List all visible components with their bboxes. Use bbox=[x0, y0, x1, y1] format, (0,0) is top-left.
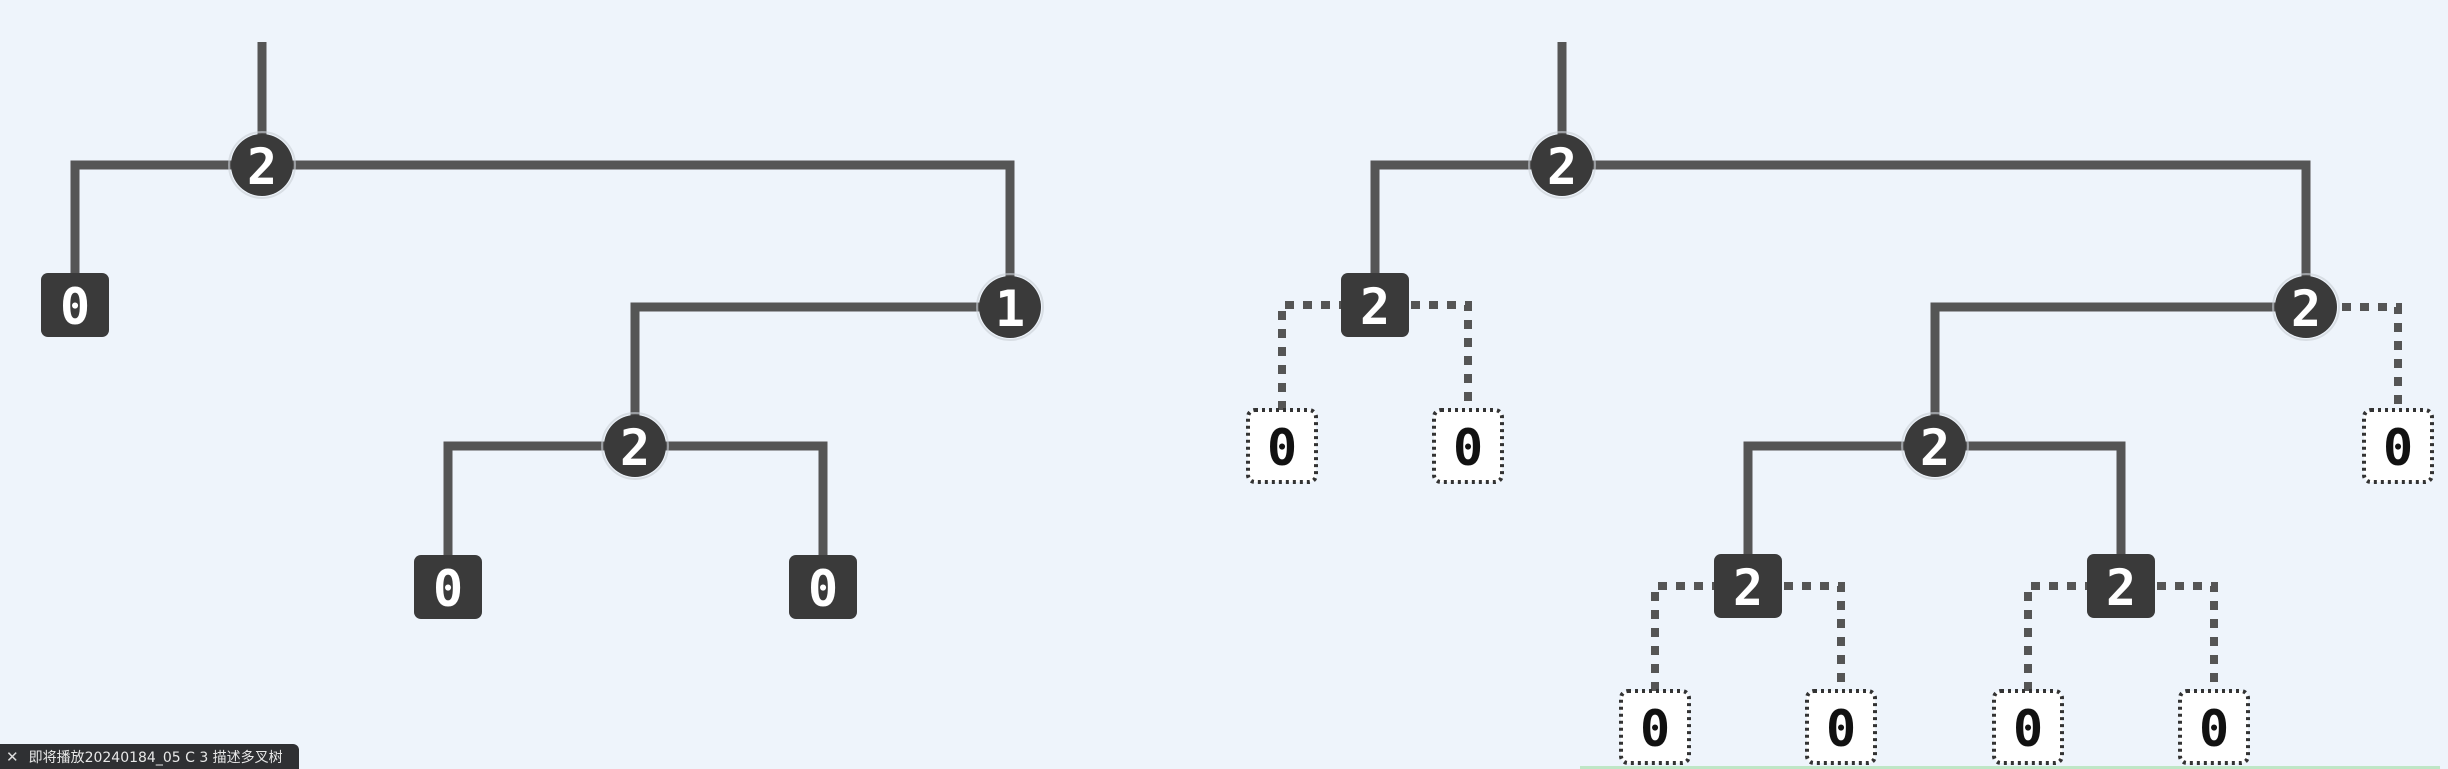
playback-toast: ✕ 即将播放20240184_05 C 3 描述多叉树 bbox=[0, 744, 299, 769]
solid-edges bbox=[70, 42, 2311, 587]
tree-edge bbox=[70, 160, 1015, 307]
tree-node-circle: 2 bbox=[228, 131, 296, 199]
node-label: 2 bbox=[1733, 559, 1763, 617]
node-label: 2 bbox=[2106, 559, 2136, 617]
tree-leaf-dotted: 0 bbox=[1992, 689, 2064, 765]
tree-node-circle: 2 bbox=[2272, 273, 2340, 341]
tree-nodes: 2 0 1 2 0 0 2 2 2 0 0 2 0 2 2 0 0 0 0 bbox=[41, 131, 2434, 765]
node-label: 2 bbox=[620, 419, 650, 477]
tree-node-square: 0 bbox=[41, 273, 109, 337]
node-label: 0 bbox=[1640, 700, 1670, 758]
node-label: 0 bbox=[1267, 419, 1297, 477]
node-label: 0 bbox=[2383, 419, 2413, 477]
node-label: 2 bbox=[2291, 280, 2321, 338]
node-label: 1 bbox=[995, 280, 1025, 338]
node-label: 2 bbox=[247, 138, 277, 196]
tree-node-square: 0 bbox=[414, 555, 482, 619]
tree-leaf-dotted: 0 bbox=[1432, 408, 1504, 484]
tree-node-circle: 1 bbox=[976, 273, 1044, 341]
tree-node-square: 0 bbox=[789, 555, 857, 619]
node-label: 0 bbox=[808, 560, 838, 618]
node-label: 0 bbox=[1453, 419, 1483, 477]
tree-node-square: 2 bbox=[2087, 554, 2155, 618]
green-progress-line bbox=[1580, 766, 2440, 769]
node-label: 0 bbox=[2199, 700, 2229, 758]
tree-edge bbox=[1930, 302, 2306, 446]
tree-node-square: 2 bbox=[1341, 273, 1409, 337]
node-label: 2 bbox=[1360, 278, 1390, 336]
tree-leaf-dotted: 0 bbox=[1619, 689, 1691, 765]
node-label: 0 bbox=[433, 560, 463, 618]
node-label: 0 bbox=[1826, 700, 1856, 758]
close-icon[interactable]: ✕ bbox=[6, 747, 19, 766]
tree-leaf-dotted: 0 bbox=[2362, 408, 2434, 484]
node-label: 2 bbox=[1547, 138, 1577, 196]
tree-leaf-dotted: 0 bbox=[1805, 689, 1877, 765]
dotted-edges bbox=[1278, 301, 2402, 727]
tree-leaf-dotted: 0 bbox=[1246, 408, 1318, 484]
tree-node-circle: 2 bbox=[1901, 412, 1969, 480]
tree-node-circle: 2 bbox=[1528, 131, 1596, 199]
node-label: 0 bbox=[60, 278, 90, 336]
tree-edge bbox=[1370, 160, 2311, 307]
node-label: 0 bbox=[2013, 700, 2043, 758]
tree-node-circle: 2 bbox=[601, 412, 669, 480]
tree-leaf-dotted: 0 bbox=[2178, 689, 2250, 765]
toast-text: 即将播放20240184_05 C 3 描述多叉树 bbox=[28, 749, 283, 766]
dotted-edge bbox=[2306, 303, 2402, 446]
node-label: 2 bbox=[1920, 419, 1950, 477]
tree-node-square: 2 bbox=[1714, 554, 1782, 618]
tree-edge bbox=[630, 302, 1010, 446]
